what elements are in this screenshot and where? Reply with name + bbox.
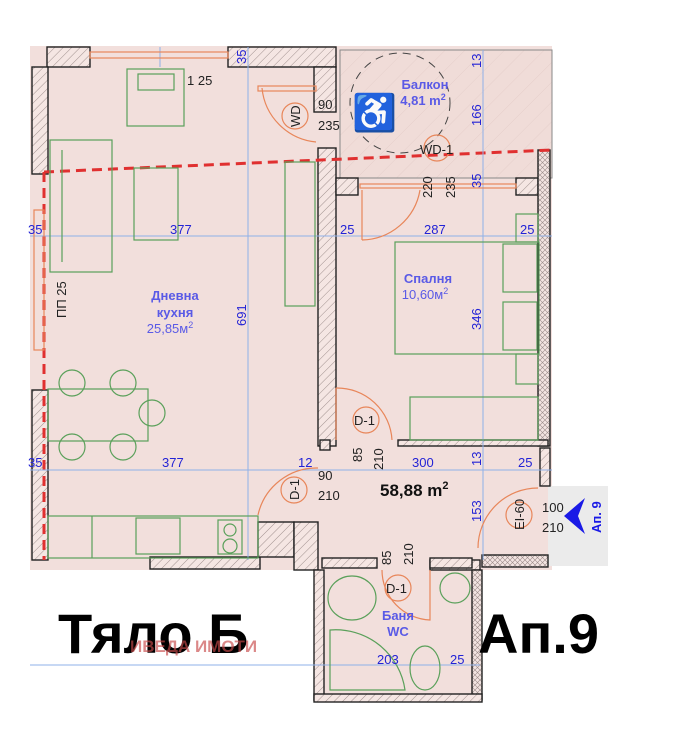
entry-marker: Ап. 9 xyxy=(589,501,604,533)
dim-25-d: 25 xyxy=(450,652,464,667)
furniture xyxy=(47,68,540,691)
dim-300: 300 xyxy=(412,455,434,470)
room-bath-name: Баня xyxy=(382,608,414,623)
dim-377-top: 377 xyxy=(170,222,192,237)
door-wd1-width: 220 xyxy=(420,176,435,198)
room-balcony-name: Балкон xyxy=(402,77,449,92)
dim-35-top: 35 xyxy=(234,50,249,64)
dim-35-mid: 35 xyxy=(469,174,484,188)
room-balcony-area: 4,81 m2 xyxy=(400,92,446,108)
door-swings xyxy=(257,87,539,621)
door-tag-wd1: WD-1 xyxy=(420,142,453,157)
dim-25-b: 25 xyxy=(520,222,534,237)
room-bath-name2: WC xyxy=(387,624,409,639)
door-tag-d1-hall: D-1 xyxy=(287,479,302,500)
building-label: Тяло Б xyxy=(58,602,248,665)
window-label-left: ПП 25 xyxy=(54,281,69,318)
door-d1-hall-width: 90 xyxy=(318,468,332,483)
dim-25-a: 25 xyxy=(340,222,354,237)
door-d1-bath-height: 210 xyxy=(401,543,416,565)
door-tag-d1-bath: D-1 xyxy=(386,581,407,596)
door-tag-d1-bedroom: D-1 xyxy=(354,413,375,428)
dim-25-c: 25 xyxy=(518,455,532,470)
apartment-label: Ап.9 xyxy=(478,602,599,665)
dimension-lines xyxy=(30,47,552,666)
dim-691: 691 xyxy=(234,304,249,326)
dim-166: 166 xyxy=(469,104,484,126)
watermark: ИВЕДА ИМОТИ xyxy=(130,637,257,656)
door-d1-hall-height: 210 xyxy=(318,488,340,503)
dim-287: 287 xyxy=(424,222,446,237)
entry-arrow-icon xyxy=(564,498,585,534)
door-wd-height: 235 xyxy=(318,118,340,133)
windows xyxy=(33,51,517,351)
wheelchair-icon: ♿ xyxy=(352,92,397,133)
dim-35-left-top: 35 xyxy=(28,222,42,237)
dim-153: 153 xyxy=(469,500,484,522)
door-ei60-width: 100 xyxy=(542,500,564,515)
window-label-top: 1 25 xyxy=(187,73,212,88)
door-ei60-height: 210 xyxy=(542,520,564,535)
dim-346: 346 xyxy=(469,308,484,330)
door-tag-ei60: EI-60 xyxy=(512,499,527,530)
dim-35-left-bottom: 35 xyxy=(28,455,42,470)
dim-13-mid: 13 xyxy=(469,452,484,466)
door-wd-width: 90 xyxy=(318,97,332,112)
door-d1-bath-width: 85 xyxy=(379,551,394,565)
dim-203: 203 xyxy=(377,652,399,667)
room-living-name2: кухня xyxy=(157,305,194,320)
total-area: 58,88 m2 xyxy=(380,480,449,500)
room-living-area: 25,85м2 xyxy=(147,320,194,336)
room-bedroom-area: 10,60м2 xyxy=(402,286,449,302)
turning-circle xyxy=(349,52,451,154)
dim-12: 12 xyxy=(298,455,312,470)
door-d1-bedroom-width: 85 xyxy=(350,448,365,462)
door-tag-circles xyxy=(280,102,533,602)
door-d1-bedroom-height: 210 xyxy=(371,448,386,470)
room-bedroom-name: Спалня xyxy=(404,271,452,286)
door-wd1-height: 235 xyxy=(443,176,458,198)
dim-13-top: 13 xyxy=(469,54,484,68)
dim-377-bottom: 377 xyxy=(162,455,184,470)
room-living-name: Дневна xyxy=(151,288,199,303)
door-tag-wd: WD xyxy=(288,105,303,127)
